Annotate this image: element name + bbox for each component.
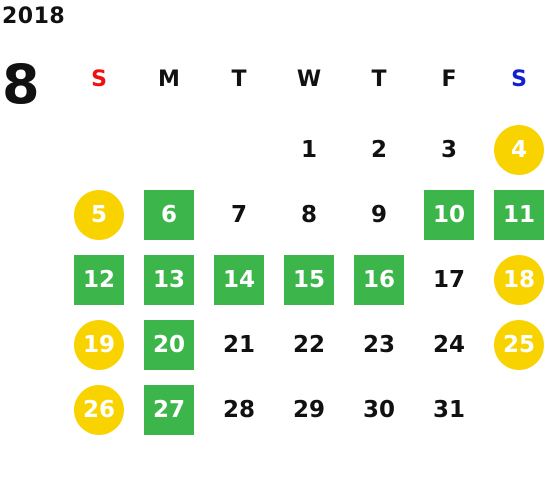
calendar-cell: 20 <box>139 315 199 375</box>
day-18[interactable]: 18 <box>494 255 544 305</box>
day-26[interactable]: 26 <box>74 385 124 435</box>
day-1[interactable]: 1 <box>300 137 317 163</box>
calendar-cell: 14 <box>209 250 269 310</box>
weekday-wednesday: W <box>296 67 322 92</box>
day-28[interactable]: 28 <box>222 397 255 423</box>
day-5[interactable]: 5 <box>74 190 124 240</box>
calendar-cell: 2 <box>349 120 409 180</box>
calendar-cell: 17 <box>419 250 479 310</box>
year-label: 2018 <box>2 4 66 29</box>
calendar-cell <box>69 120 129 180</box>
calendar-cell: 5 <box>69 185 129 245</box>
day-2[interactable]: 2 <box>370 137 387 163</box>
day-20[interactable]: 20 <box>144 320 194 370</box>
day-8[interactable]: 8 <box>300 202 317 228</box>
day-11[interactable]: 11 <box>494 190 544 240</box>
day-10[interactable]: 10 <box>424 190 474 240</box>
day-23[interactable]: 23 <box>362 332 395 358</box>
day-25[interactable]: 25 <box>494 320 544 370</box>
weekday-saturday: S <box>511 67 527 92</box>
calendar-cell <box>139 120 199 180</box>
day-3[interactable]: 3 <box>440 137 457 163</box>
day-16[interactable]: 16 <box>354 255 404 305</box>
calendar-cell <box>489 380 548 440</box>
calendar-cell: 18 <box>489 250 548 310</box>
calendar-cell: 22 <box>279 315 339 375</box>
calendar-cell: 13 <box>139 250 199 310</box>
calendar-cell: 30 <box>349 380 409 440</box>
weekday-thursday: T <box>371 67 387 92</box>
day-22[interactable]: 22 <box>292 332 325 358</box>
day-4[interactable]: 4 <box>494 125 544 175</box>
calendar-cell: 27 <box>139 380 199 440</box>
calendar-cell: 12 <box>69 250 129 310</box>
calendar-cell: 7 <box>209 185 269 245</box>
calendar-cell <box>209 120 269 180</box>
calendar-cell: 29 <box>279 380 339 440</box>
day-27[interactable]: 27 <box>144 385 194 435</box>
day-13[interactable]: 13 <box>144 255 194 305</box>
calendar-cell: 11 <box>489 185 548 245</box>
day-9[interactable]: 9 <box>370 202 387 228</box>
day-30[interactable]: 30 <box>362 397 395 423</box>
calendar-cell: 3 <box>419 120 479 180</box>
calendar-cell: 1 <box>279 120 339 180</box>
weekday-sunday: S <box>91 67 107 92</box>
day-24[interactable]: 24 <box>432 332 465 358</box>
day-6[interactable]: 6 <box>144 190 194 240</box>
calendar-cell: 8 <box>279 185 339 245</box>
day-17[interactable]: 17 <box>432 267 465 293</box>
calendar-cell: 4 <box>489 120 548 180</box>
calendar-cell: 24 <box>419 315 479 375</box>
weekday-friday: F <box>441 67 457 92</box>
day-7[interactable]: 7 <box>230 202 247 228</box>
day-21[interactable]: 21 <box>222 332 255 358</box>
day-15[interactable]: 15 <box>284 255 334 305</box>
calendar-cell: 26 <box>69 380 129 440</box>
calendar-cell: 10 <box>419 185 479 245</box>
calendar-cell: 23 <box>349 315 409 375</box>
calendar-cell: 31 <box>419 380 479 440</box>
day-19[interactable]: 19 <box>74 320 124 370</box>
calendar-cell: 9 <box>349 185 409 245</box>
month-label: 8 <box>2 53 40 116</box>
calendar-cell: 28 <box>209 380 269 440</box>
calendar-cell: 6 <box>139 185 199 245</box>
day-31[interactable]: 31 <box>432 397 465 423</box>
calendar-cell: 21 <box>209 315 269 375</box>
calendar-cell: 16 <box>349 250 409 310</box>
weekday-tuesday: T <box>231 67 247 92</box>
calendar-cell: 15 <box>279 250 339 310</box>
weekday-monday: M <box>158 67 180 92</box>
day-14[interactable]: 14 <box>214 255 264 305</box>
calendar-cell: 19 <box>69 315 129 375</box>
day-12[interactable]: 12 <box>74 255 124 305</box>
day-29[interactable]: 29 <box>292 397 325 423</box>
calendar-cell: 25 <box>489 315 548 375</box>
